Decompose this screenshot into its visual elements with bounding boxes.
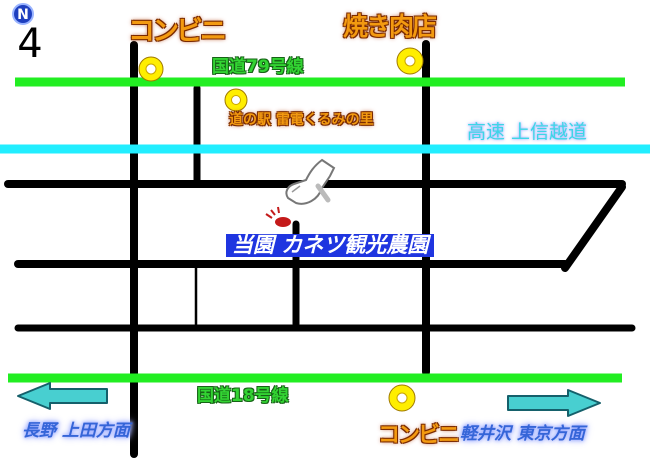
route18-label: 国道18号線 [197,386,289,406]
michinoeki-label: 道の駅 雷電くるみの里 [229,112,374,128]
right-arrow-icon [507,389,601,417]
karuizawa-direction-label: 軽井沢 東京方面 [460,424,585,444]
yakiniku-label: 焼き肉店 [343,12,437,41]
nagano-direction-label: 長野 上田方面 [22,421,130,441]
route79-label: 国道79号線 [212,57,304,77]
local-roads [4,40,636,458]
konbini-top-label: コンビニ [128,16,227,47]
compass-letter: N [17,7,29,23]
konbini-bottom-label: コンビニ [378,423,460,448]
road-diagonal [561,183,626,272]
left-arrow-icon [17,382,108,410]
compass-digit: 4 [17,21,42,67]
farm-location-pin [265,206,291,227]
farm-label: 当園 カネツ観光農園 [226,234,435,257]
markers [138,47,424,412]
expressway-label: 高速 上信越道 [467,121,588,143]
compass: N 4 [12,3,43,67]
pointing-hand-icon [285,158,336,205]
